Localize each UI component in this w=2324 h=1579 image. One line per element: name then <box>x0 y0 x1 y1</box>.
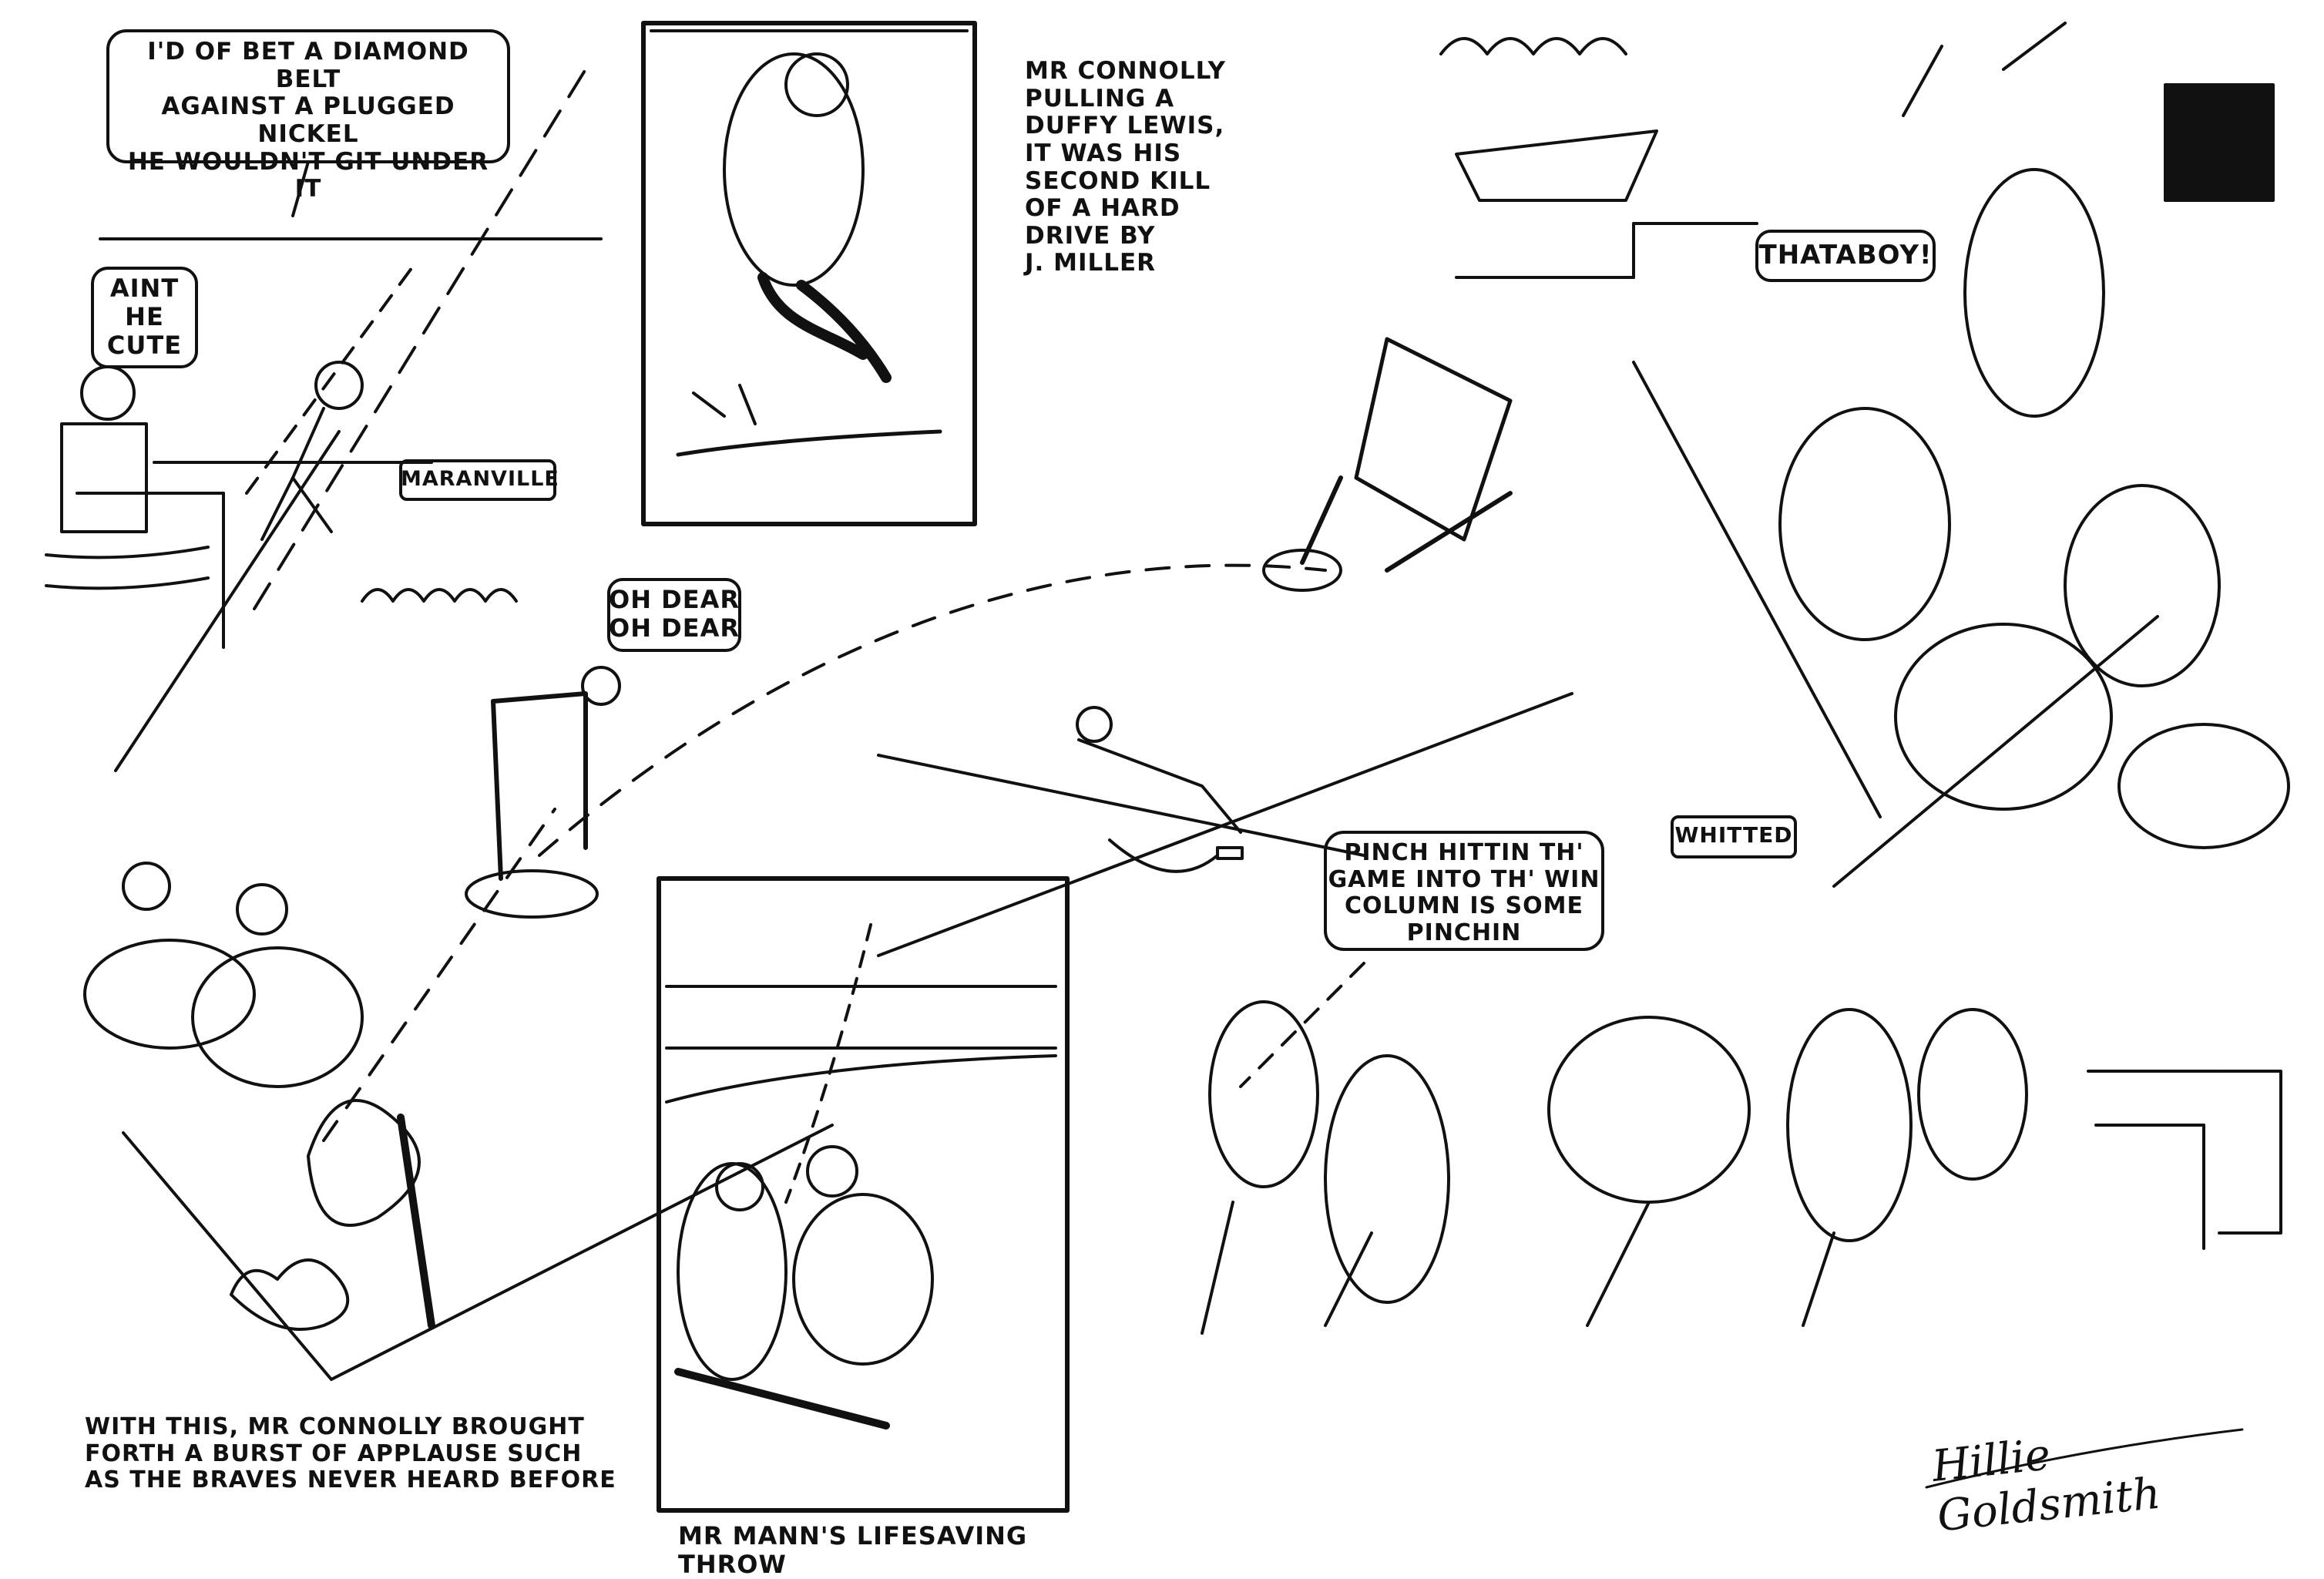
label-maranville: MARANVILLE <box>401 467 559 491</box>
panel-throw <box>657 876 1070 1513</box>
tagging-players <box>674 1145 934 1429</box>
fans-in-stands <box>45 365 210 590</box>
grass-line <box>676 429 942 457</box>
ball-trajectory <box>538 563 1327 857</box>
ballpark-lines <box>76 68 2282 1381</box>
label-whitted-shape <box>1671 815 1797 858</box>
sliding-runner-bottom-left <box>83 862 364 1088</box>
bubble-aint-he-cute: AINT HE CUTE <box>106 274 183 360</box>
ball-trajectory-2 <box>322 808 556 1142</box>
ball-trajectory-3 <box>245 260 418 495</box>
dust-clouds-1 <box>361 588 518 603</box>
connolly-catching-figure <box>692 52 892 425</box>
bubble-pinch-hittin: PINCH HITTIN TH' GAME INTO TH' WIN COLUM… <box>1328 839 1600 946</box>
caption-connolly-duffy-lewis: MR CONNOLLY PULLING A DUFFY LEWIS, IT WA… <box>1025 57 1226 277</box>
panel-catch <box>641 21 977 526</box>
bubble-oh-dear: OH DEAR OH DEAR <box>609 585 740 643</box>
sliding-player <box>1076 706 1244 873</box>
batter-figure <box>260 361 364 541</box>
signature-flourish <box>1925 1428 2244 1489</box>
diving-player <box>1262 337 1513 592</box>
bubble-pinch-hittin-shape <box>1324 831 1604 951</box>
celebrating-crowd <box>1778 22 2290 849</box>
scoreboard <box>2164 83 2275 202</box>
bubble-aint-he-cute-shape <box>91 267 198 368</box>
bubble-thataboy: THATABOY! <box>1758 240 1933 270</box>
label-maranville-shape <box>399 459 556 501</box>
celebration-group <box>1201 1000 2028 1335</box>
bubble-diamond-belt: I'D OF BET A DIAMOND BELT AGAINST A PLUG… <box>127 38 489 203</box>
dust-clouds-2 <box>230 1099 435 1331</box>
label-whitted: WHITTED <box>1674 822 1793 848</box>
crowd-burst <box>1439 37 1658 202</box>
crouching-player <box>465 666 621 919</box>
bubble-thataboy-shape <box>1755 230 1936 282</box>
ball-trajectory-4 <box>1239 962 1365 1088</box>
caption-lifesaving-throw: MR MANN'S LIFESAVING THROW <box>678 1521 1028 1579</box>
caption-burst-of-applause: WITH THIS, MR CONNOLLY BROUGHT FORTH A B… <box>85 1413 616 1493</box>
bubble-oh-dear-shape <box>607 578 741 652</box>
